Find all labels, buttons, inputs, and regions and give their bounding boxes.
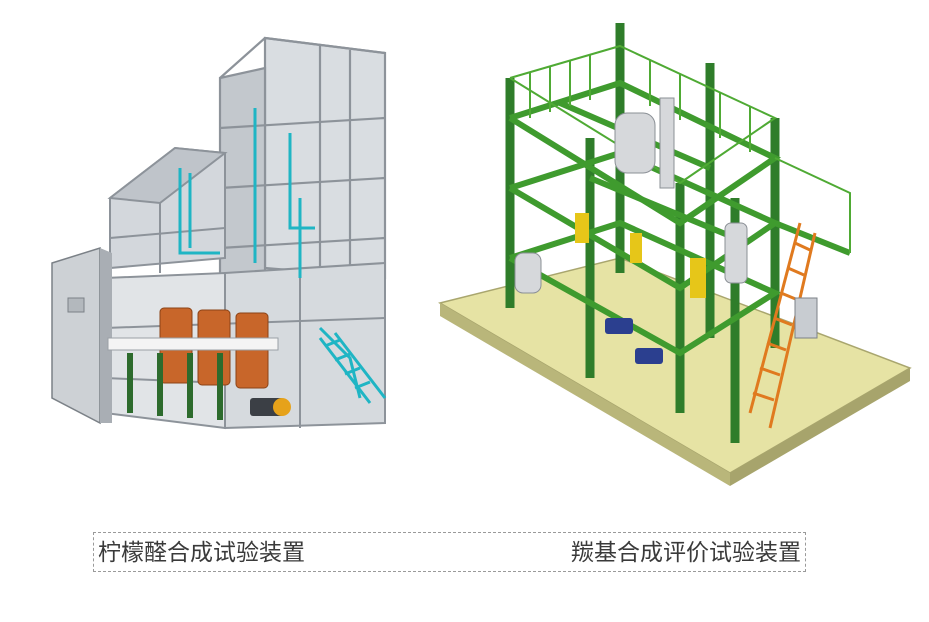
cabinet-side bbox=[100, 248, 112, 423]
cabinet-indicator bbox=[67, 297, 85, 313]
side-tank bbox=[514, 252, 542, 294]
upper-left-frame bbox=[107, 146, 228, 273]
upper-left-top bbox=[107, 146, 228, 205]
citral-synthesis-apparatus-illustration bbox=[51, 36, 387, 430]
right-vessel bbox=[724, 222, 748, 284]
teal-stairs bbox=[318, 332, 387, 404]
carbonylation-evaluation-apparatus-illustration bbox=[438, 23, 912, 486]
base-side-right bbox=[730, 368, 910, 486]
column-vessel bbox=[659, 97, 675, 189]
base-platform bbox=[438, 257, 912, 486]
reactor-bank bbox=[107, 307, 279, 389]
green-supports bbox=[127, 353, 223, 420]
caption-carbonylation-evaluation: 羰基合成评价试验装置 bbox=[571, 540, 801, 566]
cabinet-front bbox=[51, 246, 101, 425]
yellow-tank-2 bbox=[690, 258, 706, 298]
orange-staircase bbox=[748, 222, 817, 429]
cyan-piping bbox=[178, 108, 362, 399]
base-side-left bbox=[440, 303, 730, 486]
control-cabinet bbox=[51, 246, 112, 425]
tall-frame bbox=[218, 36, 387, 300]
white-header bbox=[107, 337, 279, 351]
yellow-tank-3 bbox=[630, 233, 642, 263]
control-box bbox=[794, 297, 818, 339]
yellow-tank-1 bbox=[575, 213, 589, 243]
pumps bbox=[605, 318, 663, 364]
main-reactor bbox=[614, 112, 656, 174]
pump-motor bbox=[250, 398, 291, 416]
tall-frame-side-panel bbox=[218, 66, 267, 300]
process-vessels bbox=[514, 97, 748, 298]
caption-frame: 柠檬醛合成试验装置 羰基合成评价试验装置 bbox=[93, 532, 806, 572]
caption-citral-synthesis: 柠檬醛合成试验装置 bbox=[98, 540, 305, 566]
